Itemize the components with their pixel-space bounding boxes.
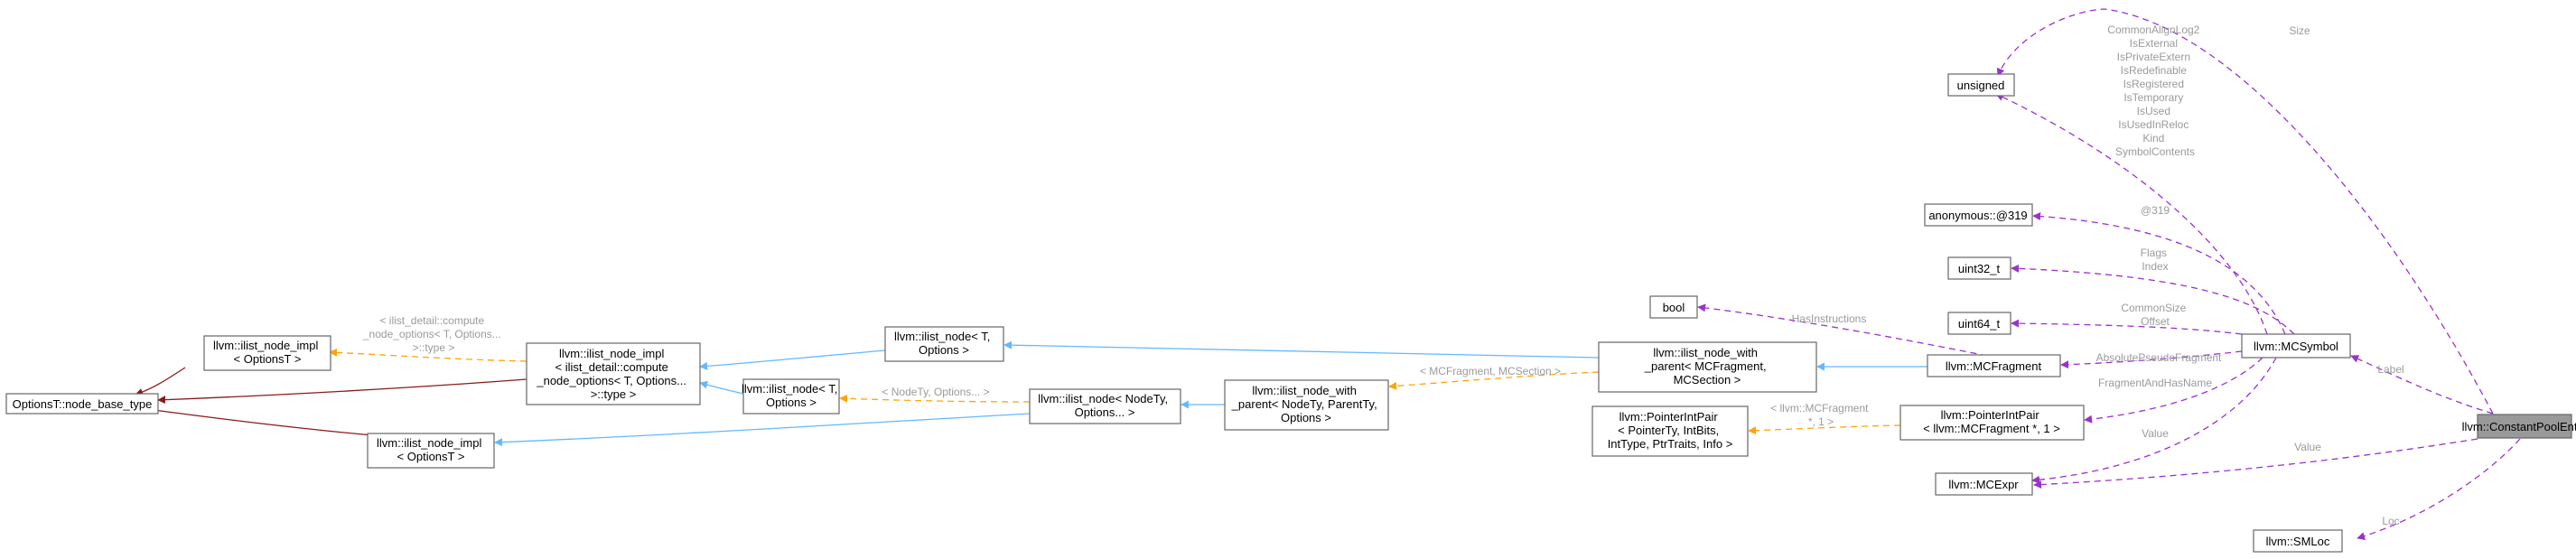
edge-nodety-to-node-t-mid	[839, 394, 1031, 403]
svg-text:llvm::PointerIntPair <: llvm::PointerIntPair < PointerTy, IntBit…	[1608, 410, 1733, 451]
edge-mcsymbol-to-mcexpr	[2031, 357, 2277, 484]
node-uint32-t[interactable]: uint32_t	[1947, 256, 2011, 280]
edge-nodety-to-impl-bottom	[494, 413, 1031, 447]
node-uint64-t[interactable]: uint64_t	[1947, 312, 2011, 335]
node-ilist-node-with-parent-mcfragment[interactable]: llvm::ilist_node_with _parent< MCFragmen…	[1598, 341, 1817, 393]
svg-text:bool: bool	[1663, 301, 1685, 314]
node-optionst-node-base-type[interactable]: OptionsT::node_base_type	[5, 393, 159, 415]
svg-text:llvm::ilist_node_with: llvm::ilist_node_with _parent< MCFragmen…	[1644, 346, 1769, 387]
node-smloc[interactable]: llvm::SMLoc	[2253, 529, 2343, 553]
edge-label-unsigned-fields: CommonAlignLog2 IsExternal IsPrivateExte…	[2107, 23, 2202, 158]
edge-mcsymbol-to-uint64	[2011, 319, 2243, 335]
edge-cpe-to-unsigned-size	[1996, 8, 2494, 415]
svg-text:llvm::ConstantPoolEntry: llvm::ConstantPoolEntry	[2462, 420, 2576, 433]
edge-impl-bottom-to-base	[139, 405, 394, 438]
node-mcexpr[interactable]: llvm::MCExpr	[1935, 472, 2033, 496]
node-unsigned[interactable]: unsigned	[1947, 73, 2015, 97]
svg-text:llvm::ilist_node< T, O: llvm::ilist_node< T, Options >	[894, 330, 994, 357]
svg-text:llvm::MCSymbol: llvm::MCSymbol	[2254, 340, 2338, 353]
edge-label-has-instructions: HasInstructions	[1792, 312, 1867, 325]
svg-text:uint64_t: uint64_t	[1958, 317, 2001, 331]
edge-impl-top-to-base	[135, 367, 186, 396]
edge-label-pip-tmpl: < llvm::MCFragment *, 1 >	[1770, 402, 1871, 428]
edge-pip-mcf-to-pip-generic	[1748, 424, 1901, 435]
svg-text:anonymous::@319: anonymous::@319	[1928, 209, 2027, 222]
edge-mcsymbol-to-unsigned	[1995, 93, 2268, 335]
edge-mcfragment-to-bool	[1697, 303, 1988, 357]
edge-label-compute-tmpl: < ilist_detail::compute _node_options< T…	[362, 314, 504, 354]
svg-text:unsigned: unsigned	[1957, 79, 2005, 92]
edge-cpe-to-smloc	[2357, 438, 2521, 540]
node-ilist-node-impl-bottom[interactable]: llvm::ilist_node_impl < OptionsT >	[367, 433, 495, 469]
edge-mcf-to-with-parent-generic	[1388, 371, 1600, 390]
svg-text:llvm::ilist_node< T, O: llvm::ilist_node< T, Options >	[742, 382, 841, 409]
svg-text:llvm::ilist_node_impl: llvm::ilist_node_impl < OptionsT >	[213, 339, 322, 366]
svg-text:OptionsT::node_base_type: OptionsT::node_base_type	[13, 397, 153, 411]
node-mcfragment[interactable]: llvm::MCFragment	[1927, 354, 2061, 377]
svg-text:llvm::ilist_node_impl: llvm::ilist_node_impl < ilist_detail::co…	[536, 347, 689, 401]
node-ilist-node-t-top[interactable]: llvm::ilist_node< T, Options >	[884, 326, 1004, 362]
edge-label-pip-field: FragmentAndHasName	[2098, 377, 2212, 389]
node-pointerintpair-generic[interactable]: llvm::PointerIntPair < PointerTy, IntBit…	[1591, 405, 1749, 457]
svg-text:llvm::ilist_node_impl: llvm::ilist_node_impl < OptionsT >	[377, 436, 485, 463]
edge-mcsymbol-to-uint32	[2011, 264, 2295, 335]
edge-label-uint32-fields: Flags Index	[2141, 247, 2170, 273]
svg-text:llvm::MCFragment: llvm::MCFragment	[1946, 359, 2042, 373]
edge-mcsymbol-to-mcfragment	[2060, 350, 2243, 369]
node-ilist-node-t-mid[interactable]: llvm::ilist_node< T, Options >	[742, 378, 841, 415]
node-ilist-node-impl-top[interactable]: llvm::ilist_node_impl < OptionsT >	[203, 335, 331, 371]
node-mcsymbol[interactable]: llvm::MCSymbol	[2241, 333, 2351, 359]
edge-impl-compute-to-base	[157, 378, 527, 405]
edge-with-parent-mcf-to-node-t-top	[1003, 340, 1600, 359]
edge-mcsymbol-to-pip-mcf	[2084, 357, 2263, 424]
edge-label-loc: Loc	[2382, 515, 2399, 527]
node-pointerintpair-mcfragment[interactable]: llvm::PointerIntPair < llvm::MCFragment …	[1899, 405, 2085, 441]
svg-text:llvm::ilist_node< NodeTy,: llvm::ilist_node< NodeTy, Options... >	[1038, 392, 1171, 419]
edge-node-t-mid-to-compute	[699, 380, 744, 395]
svg-text:llvm::SMLoc: llvm::SMLoc	[2266, 535, 2330, 548]
edge-label-uint64-fields: CommonSize Offset	[2121, 302, 2189, 328]
node-ilist-node-nodety[interactable]: llvm::ilist_node< NodeTy, Options... >	[1029, 388, 1181, 424]
edge-label-mcf-tmpl: < MCFragment, MCSection >	[1420, 365, 1561, 377]
node-constantpoolentry[interactable]: llvm::ConstantPoolEntry	[2462, 414, 2576, 439]
edge-node-t-top-to-compute	[699, 349, 886, 370]
edge-label-label: Label	[2377, 363, 2403, 376]
edge-label-sym-value: Value	[2142, 427, 2169, 440]
edge-cpe-to-mcexpr	[2033, 438, 2478, 489]
edge-label-fragment: AbsolutePseudoFragment	[2096, 351, 2222, 364]
edge-label-cpe-value: Value	[2294, 441, 2321, 453]
svg-text:uint32_t: uint32_t	[1958, 262, 2001, 275]
edge-label-nodety-tmpl: < NodeTy, Options... >	[882, 386, 989, 398]
node-bool[interactable]: bool	[1649, 295, 1698, 319]
svg-text:llvm::ilist_node_with: llvm::ilist_node_with _parent< NodeTy, P…	[1231, 384, 1381, 424]
svg-text:llvm::PointerIntPair <: llvm::PointerIntPair < llvm::MCFragment …	[1923, 408, 2060, 435]
node-ilist-node-with-parent-generic[interactable]: llvm::ilist_node_with _parent< NodeTy, P…	[1224, 379, 1389, 431]
node-anonymous-319[interactable]: anonymous::@319	[1924, 203, 2033, 227]
svg-text:llvm::MCExpr: llvm::MCExpr	[1948, 478, 2019, 491]
edge-mcsymbol-to-anon	[2032, 212, 2286, 335]
edge-compute-to-impl-top	[329, 348, 527, 362]
edge-label-anon-field: @319	[2141, 204, 2170, 217]
node-ilist-node-impl-compute[interactable]: llvm::ilist_node_impl < ilist_detail::co…	[526, 342, 701, 405]
edge-cpe-to-mcsymbol	[2350, 355, 2494, 415]
edge-label-size: Size	[2289, 24, 2310, 37]
